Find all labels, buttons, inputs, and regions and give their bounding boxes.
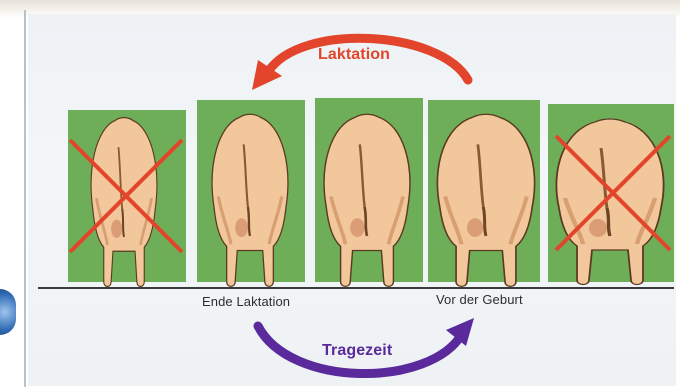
ground-line [38,287,674,289]
gestation-label: Tragezeit [322,342,392,360]
lactation-label: Laktation [318,46,390,64]
before-birth-label: Vor der Geburt [436,292,523,307]
end-lactation-label: Ende Laktation [202,294,290,309]
